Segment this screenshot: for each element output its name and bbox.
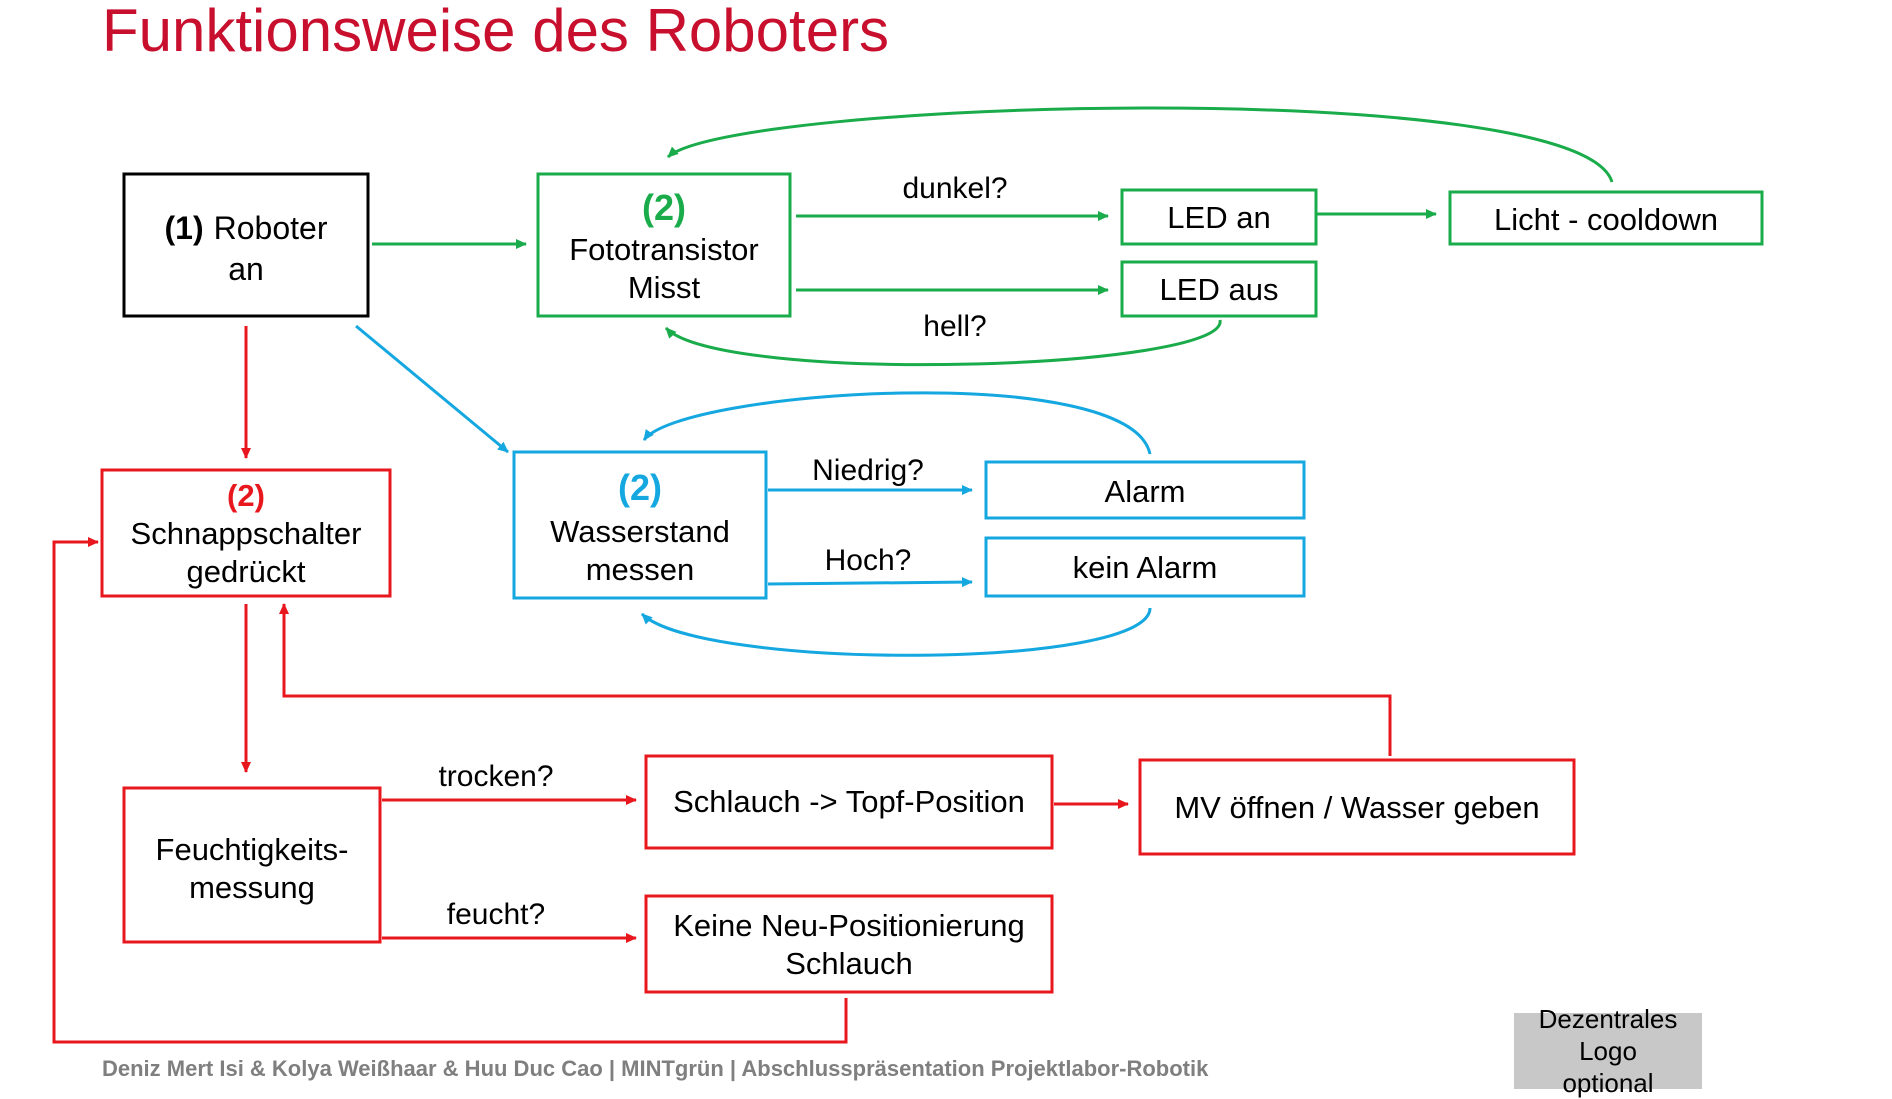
edge-label-dry: trocken? (438, 760, 553, 793)
node-water-level: (2) Wasserstand messen (512, 450, 768, 600)
node-phototransistor-number: (2) (642, 187, 686, 228)
node-water-level-line2: messen (586, 552, 695, 587)
node-start-number: (1) (165, 210, 204, 246)
node-cooldown-label: Licht - cooldown (1494, 202, 1718, 237)
node-led-on: LED an (1120, 188, 1318, 246)
node-snap-switch-line1: Schnappschalter (131, 516, 362, 551)
node-led-off-label: LED aus (1160, 272, 1279, 307)
node-start-line1: Roboter (214, 210, 328, 246)
node-moisture: Feuchtigkeits- messung (122, 786, 382, 944)
node-no-alarm: kein Alarm (984, 536, 1306, 598)
edge-label-bright: hell? (923, 310, 986, 343)
node-valve: MV öffnen / Wasser geben (1138, 758, 1576, 856)
node-moisture-line1: Feuchtigkeits- (156, 832, 349, 867)
node-valve-label: MV öffnen / Wasser geben (1174, 790, 1539, 825)
node-phototransistor-line1: Fototransistor (569, 232, 759, 267)
node-start-line2: an (228, 251, 264, 287)
node-alarm-label: Alarm (1105, 474, 1186, 509)
node-moisture-line2: messung (189, 870, 315, 905)
node-water-level-number: (2) (618, 467, 662, 508)
node-phototransistor: (2) Fototransistor Misst (536, 172, 792, 318)
logo-placeholder-line1: Dezentrales Logo (1538, 1004, 1678, 1066)
node-alarm: Alarm (984, 460, 1306, 520)
page-title: Funktionsweise des Roboters (102, 0, 890, 64)
edge-label-low: Niedrig? (812, 454, 924, 487)
edge-label-wet: feucht? (447, 898, 545, 931)
node-start: (1) Roboter an (122, 172, 370, 318)
node-snap-switch-line2: gedrückt (187, 554, 306, 589)
arrow-water-to-no-alarm (767, 577, 973, 588)
node-no-reposition-line1: Keine Neu-Positionierung (673, 908, 1025, 943)
svg-text:(1)Roboter: (1) Roboter (165, 210, 328, 246)
node-no-reposition: Keine Neu-Positionierung Schlauch (644, 894, 1054, 994)
arrow-no-alarm-loop-to-water (640, 607, 1152, 657)
node-no-reposition-line2: Schlauch (785, 946, 913, 981)
arrow-cooldown-loop-to-photo (666, 106, 1614, 183)
edge-label-dark: dunkel? (902, 172, 1007, 205)
arrow-no-reposition-loop-to-switch (52, 537, 848, 1044)
arrow-start-to-water (355, 324, 509, 454)
logo-placeholder-line2: optional (1562, 1068, 1654, 1098)
arrow-alarm-loop-to-water (642, 391, 1152, 455)
node-snap-switch-number: (2) (227, 478, 265, 513)
footer-credits: Deniz Mert Isi & Kolya Weißhaar & Huu Du… (102, 1056, 1209, 1081)
arrow-valve-loop-to-switch (279, 603, 1392, 756)
node-led-on-label: LED an (1167, 200, 1270, 235)
logo-placeholder: Dezentrales Logo optional (1514, 1004, 1702, 1098)
node-snap-switch: (2) Schnappschalter gedrückt (100, 468, 392, 598)
edge-label-high: Hoch? (825, 544, 912, 577)
node-water-level-line1: Wasserstand (550, 514, 730, 549)
node-hose-position-label: Schlauch -> Topf-Position (673, 784, 1025, 819)
node-led-off: LED aus (1120, 260, 1318, 318)
arrow-led-off-loop-to-photo (664, 319, 1222, 367)
node-hose-position: Schlauch -> Topf-Position (644, 754, 1054, 850)
node-cooldown: Licht - cooldown (1448, 190, 1764, 246)
node-phototransistor-line2: Misst (628, 270, 701, 305)
node-no-alarm-label: kein Alarm (1073, 550, 1218, 585)
